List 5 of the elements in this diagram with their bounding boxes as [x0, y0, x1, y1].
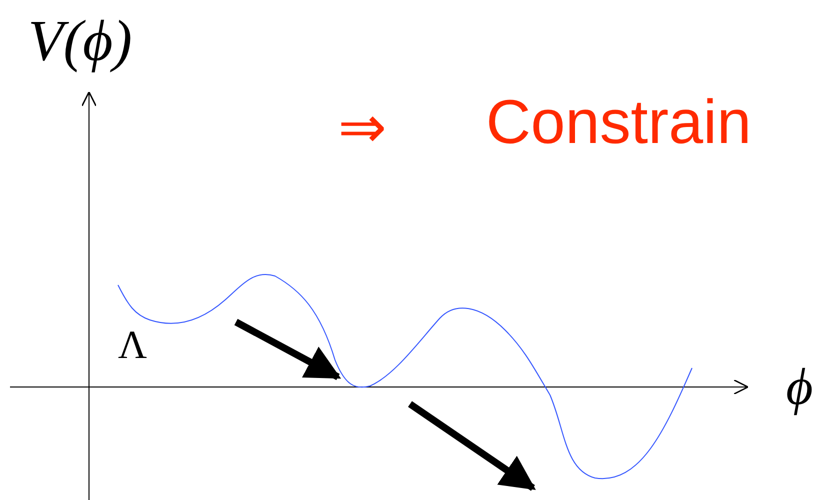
axis-title: V(ϕ) [28, 12, 132, 70]
axis-title: ϕ [786, 362, 813, 414]
implication-symbol: ⇒ [338, 98, 387, 156]
heading-text: Constrain [486, 92, 752, 154]
constant-label: Λ [118, 325, 148, 365]
